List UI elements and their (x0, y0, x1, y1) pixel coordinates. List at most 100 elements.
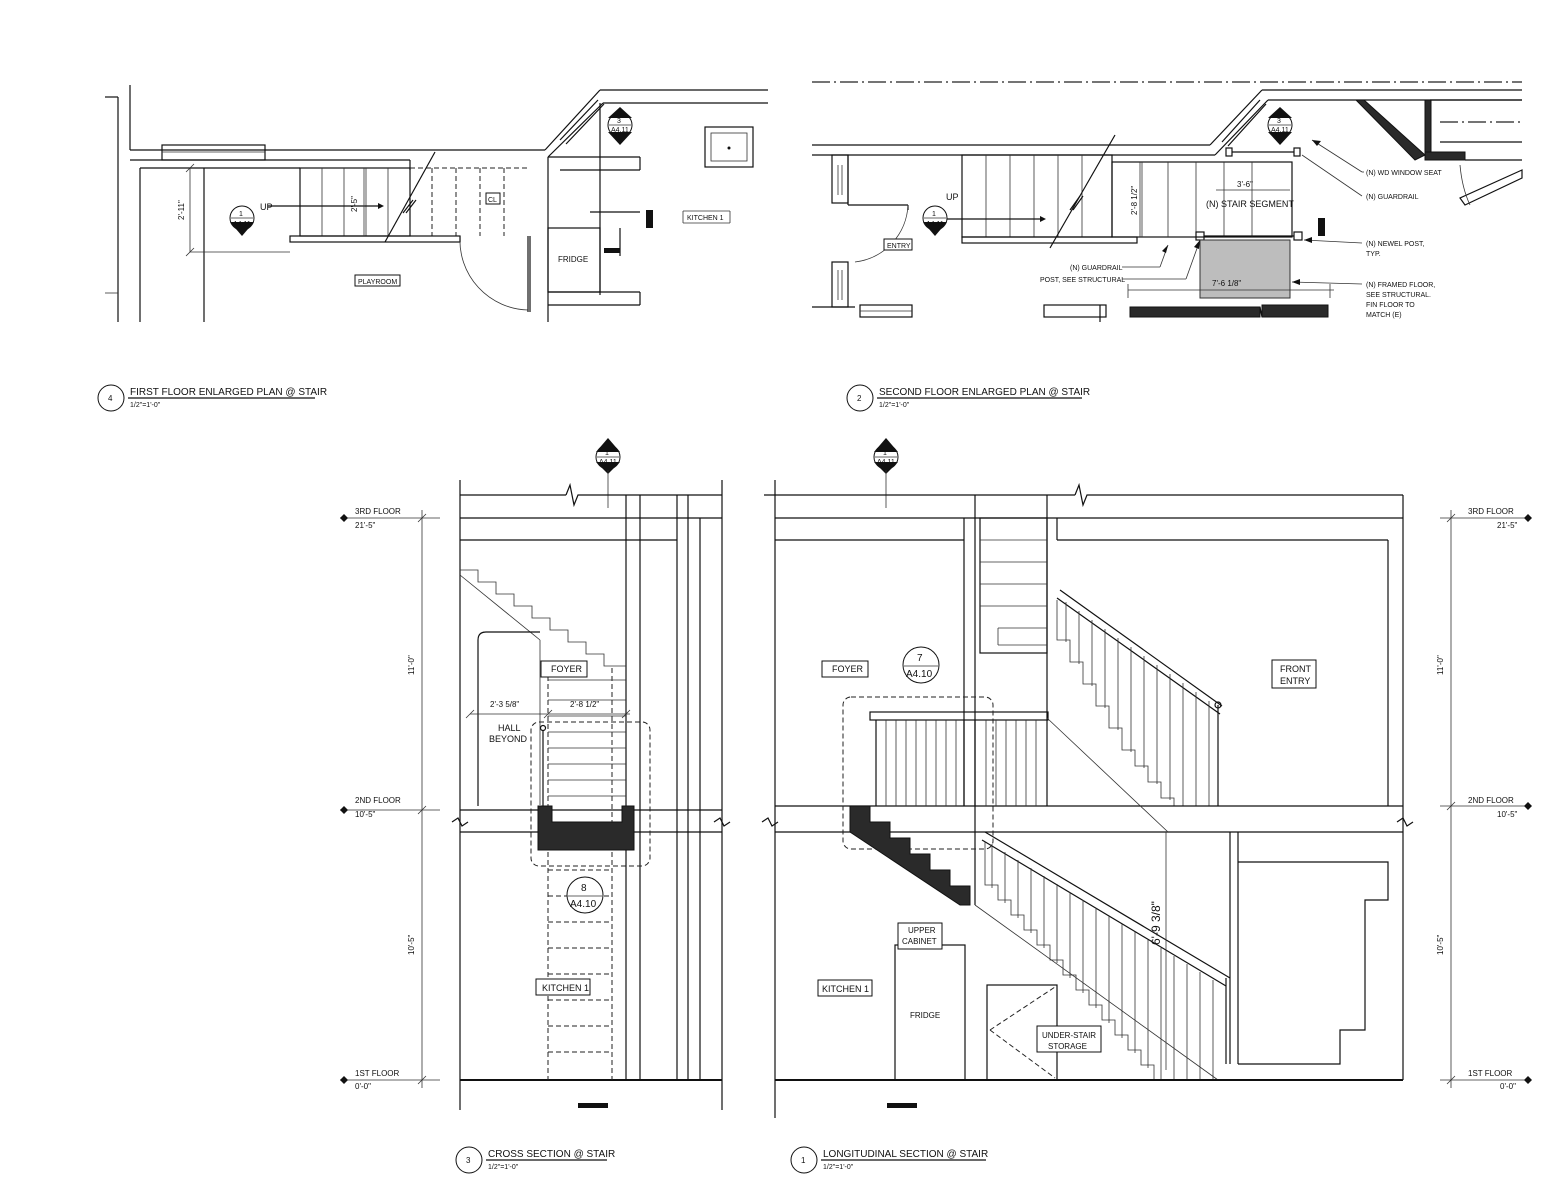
title-first-floor-num: 4 (108, 394, 113, 403)
note-framed-1: (N) FRAMED FLOOR, (1366, 282, 1435, 289)
dim-upper-right: 11'-0" (1436, 655, 1445, 675)
note-guardrail: (N) GUARDRAIL (1366, 194, 1419, 201)
lower-stair-rail (974, 831, 1239, 1081)
level-1st-left-elev: 0'-0" (355, 1082, 371, 1091)
title-first-floor-text: FIRST FLOOR ENLARGED PLAN @ STAIR (130, 387, 327, 398)
long-front-2: ENTRY (1280, 676, 1310, 686)
cross-hall-2: BEYOND (489, 734, 528, 744)
note-framed-4: MATCH (E) (1366, 312, 1402, 319)
cross-kitchen: KITCHEN 1 (542, 983, 589, 993)
note-newel-2: TYP. (1366, 251, 1381, 258)
note-window-seat: (N) WD WINDOW SEAT (1366, 170, 1442, 177)
level-1st-right: 1ST FLOOR (1468, 1069, 1513, 1078)
first-floor-plan: UP 2'-11" 2'-5" 1 A4.11 CL (105, 85, 768, 322)
title-longitudinal-section: 1 LONGITUDINAL SECTION @ STAIR 1/2"=1'-0… (790, 1146, 988, 1174)
level-3rd-right: 3RD FLOOR (1468, 507, 1514, 516)
cross-marker-num: 1 (605, 450, 609, 457)
room-kitchen-1: KITCHEN 1 (687, 215, 724, 222)
dim-rail: 3'-6" (1237, 180, 1253, 189)
plan1-section-marker: 1 A4.11 (229, 205, 255, 236)
title-long-text: LONGITUDINAL SECTION @ STAIR (823, 1149, 988, 1160)
long-foyer: FOYER (832, 664, 864, 674)
plan2-marker-num: 1 (932, 211, 936, 218)
upper-stair-rail (1056, 589, 1223, 807)
angled-window (559, 99, 605, 145)
plan1-top-num: 3 (617, 118, 621, 125)
up-label: UP (260, 202, 273, 212)
long-fridge: FRIDGE (910, 1011, 940, 1020)
level-3rd-left-elev: 21'-5" (355, 521, 376, 530)
dim-framed-floor: 7'-6 1/8" (1212, 279, 1241, 288)
title-cross-scale: 1/2"=1'-0" (488, 1164, 519, 1171)
long-storage-1: UNDER-STAIR (1042, 1031, 1096, 1040)
guardrail-2nd-floor (869, 711, 1049, 806)
room-playroom: PLAYROOM (358, 279, 397, 286)
headroom-dim: 6'-9 3/8" (1149, 901, 1163, 945)
title-second-floor: 2 SECOND FLOOR ENLARGED PLAN @ STAIR 1/2… (846, 384, 1090, 412)
long-detail-sheet: A4.10 (906, 669, 933, 680)
title-second-floor-num: 2 (857, 394, 862, 403)
long-detail-num: 7 (917, 653, 923, 664)
cross-hall-1: HALL (498, 723, 521, 733)
closet-label: CL (488, 197, 497, 204)
cross-section: 1 A4.11 (451, 438, 731, 1110)
note-guardrail-post-1: (N) GUARDRAIL (1070, 265, 1123, 272)
title-cross-section: 3 CROSS SECTION @ STAIR 1/2"=1'-0" (455, 1146, 615, 1174)
cross-dim-right: 2'-8 1/2" (570, 700, 599, 709)
long-detail-callout: 7 A4.10 (902, 646, 940, 684)
title-long-scale: 1/2"=1'-0" (823, 1164, 854, 1171)
level-3rd-left: 3RD FLOOR (355, 507, 401, 516)
dim-stair-width: 2'-11" (177, 200, 186, 220)
long-kitchen: KITCHEN 1 (822, 984, 869, 994)
level-1st-right-elev: 0'-0" (1500, 1082, 1516, 1091)
note-framed-2: SEE STRUCTURAL. (1366, 292, 1431, 299)
cross-dim-left: 2'-3 5/8" (490, 700, 519, 709)
title-second-floor-scale: 1/2"=1'-0" (879, 402, 910, 409)
plan2-top-marker: 3 A4.11 (1267, 107, 1293, 145)
plan2-top-num: 3 (1277, 118, 1281, 125)
left-level-datums: 3RD FLOOR 21'-5" 2ND FLOOR 10'-5" 1ST FL… (340, 507, 440, 1091)
cross-marker-sheet: A4.11 (599, 459, 617, 466)
note-framed-3: FIN FLOOR TO (1366, 302, 1415, 309)
plan1-marker-num: 1 (239, 211, 243, 218)
plan1-marker-sheet: A4.11 (233, 221, 251, 228)
second-floor-plan: UP 3'-6" (N) STAIR SEGMENT 2'-8 1/2" 7'-… (812, 81, 1523, 322)
long-marker: 1 A4.11 (873, 438, 899, 508)
level-1st-left: 1ST FLOOR (355, 1069, 400, 1078)
long-upper-cabinet-2: CABINET (902, 937, 937, 946)
cross-detail-sheet: A4.10 (570, 899, 597, 910)
plan2-marker-sheet: A4.11 (926, 221, 944, 228)
stair-segment-label: (N) STAIR SEGMENT (1206, 199, 1294, 209)
level-3rd-right-elev: 21'-5" (1497, 521, 1518, 530)
level-2nd-right: 2ND FLOOR (1468, 796, 1514, 805)
plan2-up-label: UP (946, 192, 959, 202)
title-first-floor-scale: 1/2"=1'-0" (130, 402, 161, 409)
level-2nd-right-elev: 10'-5" (1497, 810, 1518, 819)
level-2nd-left-elev: 10'-5" (355, 810, 376, 819)
long-front-1: FRONT (1280, 664, 1311, 674)
note-guardrail-post-2: POST, SEE STRUCTURAL (1040, 277, 1125, 284)
title-cross-text: CROSS SECTION @ STAIR (488, 1149, 615, 1160)
title-second-floor-text: SECOND FLOOR ENLARGED PLAN @ STAIR (879, 387, 1090, 398)
dim-lower-left: 10'-5" (407, 934, 416, 955)
plan2-top-sheet: A4.11 (1271, 127, 1289, 134)
right-level-datums: 3RD FLOOR 21'-5" 2ND FLOOR 10'-5" 1ST FL… (1436, 507, 1532, 1091)
long-marker-num: 1 (883, 450, 887, 457)
cross-detail-callout: 8 A4.10 (566, 876, 604, 914)
cross-foyer: FOYER (551, 664, 583, 674)
dim-lower-right: 10'-5" (1436, 934, 1445, 955)
dim-upper-left: 11'-0" (407, 655, 416, 675)
plan1-top-marker: 3 A4.11 (607, 107, 633, 145)
dim-plan2-width: 2'-8 1/2" (1130, 186, 1139, 215)
cross-marker: 1 A4.11 (595, 438, 621, 508)
title-first-floor: 4 FIRST FLOOR ENLARGED PLAN @ STAIR 1/2"… (97, 384, 327, 412)
plan2-entry: ENTRY (887, 243, 911, 250)
second-floor-stair (930, 134, 1325, 299)
fridge-label: FRIDGE (558, 255, 588, 264)
plan2-section-marker: 1 A4.11 (922, 205, 948, 236)
title-long-num: 1 (801, 1156, 806, 1165)
long-storage-2: STORAGE (1048, 1042, 1087, 1051)
level-2nd-left: 2ND FLOOR (355, 796, 401, 805)
long-marker-sheet: A4.11 (877, 459, 895, 466)
